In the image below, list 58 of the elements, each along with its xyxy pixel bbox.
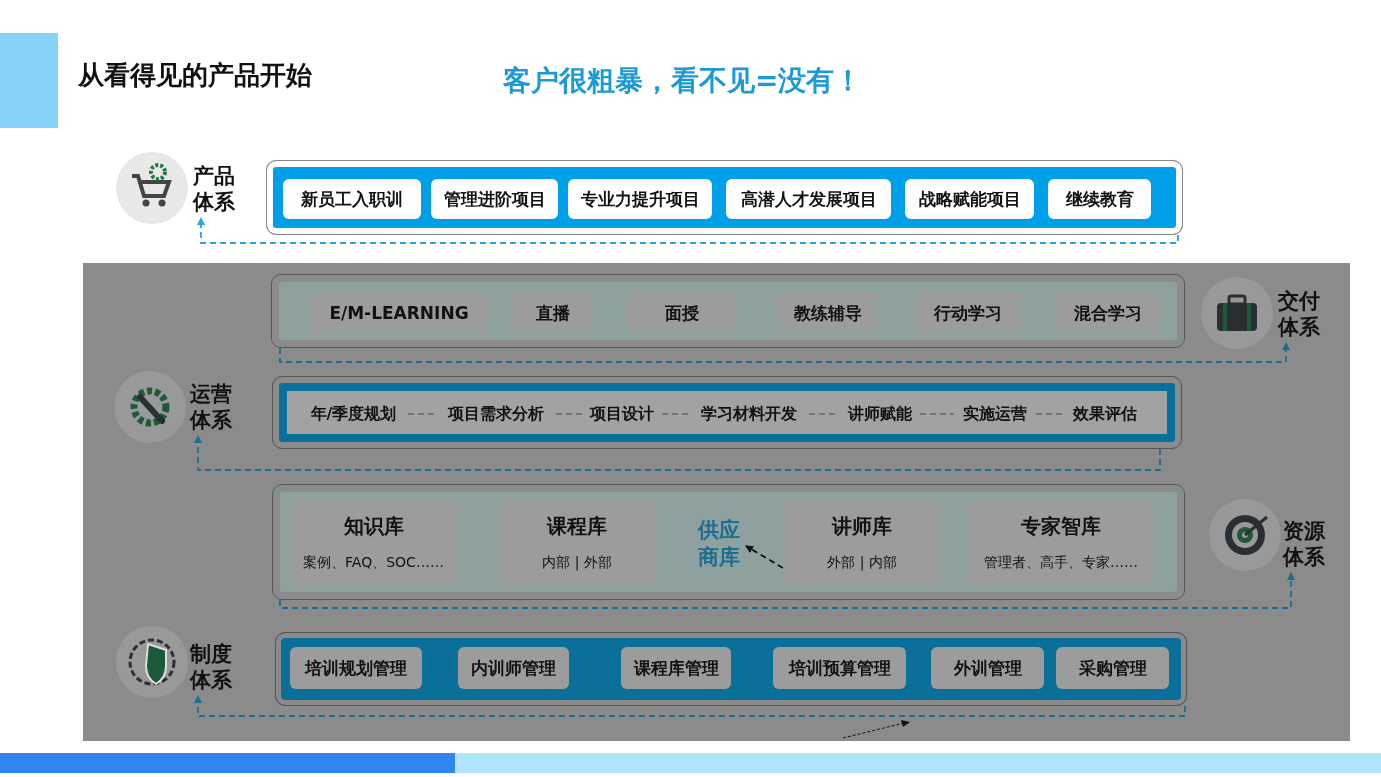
connector-line	[555, 413, 583, 415]
arrow	[745, 545, 784, 569]
arrow	[279, 342, 1290, 363]
item-box: 内训师管理	[458, 647, 569, 689]
connector-line	[919, 413, 955, 415]
step-label: 项目设计	[582, 401, 662, 427]
system-label: 制度体系	[190, 638, 242, 696]
item-box: 行动学习	[914, 292, 1022, 334]
panel-frame	[271, 274, 1185, 348]
item-box: 培训规划管理	[290, 647, 422, 689]
arrow	[279, 572, 1295, 609]
step-label: 效果评估	[1064, 401, 1145, 427]
item-box: E/M-LEARNING	[311, 292, 487, 334]
item-box: 继续教育	[1048, 179, 1151, 219]
item-box: 新员工入职训	[283, 179, 421, 219]
card-text: 管理者、高手、专家……	[984, 554, 1138, 572]
panel-frame	[275, 632, 1187, 706]
library-card	[783, 499, 941, 586]
card-heading: 讲师库	[832, 513, 892, 540]
card-text: 案例、FAQ、SOC……	[303, 554, 444, 572]
step-label: 年/季度规划	[299, 401, 408, 427]
step-label: 学习材料开发	[689, 401, 809, 427]
panel-frame	[272, 484, 1185, 600]
system-label: 产品体系	[193, 160, 245, 218]
connector-line	[661, 413, 690, 415]
system-label: 资源体系	[1283, 515, 1335, 573]
item-box: 面授	[628, 292, 735, 334]
item-box: 培训预算管理	[773, 647, 906, 689]
item-box: 课程库管理	[621, 647, 731, 689]
arrow	[197, 217, 1179, 244]
item-box: 直播	[512, 292, 593, 334]
item-box: 教练辅导	[778, 292, 878, 334]
system-label: 运营体系	[190, 378, 242, 436]
title: 从看得见的产品开始	[78, 59, 312, 92]
card-heading: 课程库	[547, 513, 607, 540]
step-label: 项目需求分析	[436, 401, 556, 427]
supplier-label: 供应商库	[691, 516, 746, 572]
card-heading: 知识库	[343, 513, 404, 540]
step-label: 讲师赋能	[839, 401, 920, 427]
item-box: 外训管理	[931, 647, 1044, 689]
connector-line	[407, 413, 437, 415]
step-label: 实施运营	[954, 401, 1036, 427]
panel-frame	[272, 376, 1182, 449]
item-box: 战略赋能项目	[905, 179, 1034, 219]
card-heading: 专家智库	[1021, 513, 1101, 540]
item-box: 管理进阶项目	[431, 179, 558, 219]
item-box: 专业力提升项目	[568, 179, 712, 219]
arrow	[194, 695, 1186, 717]
connector-line	[1035, 413, 1065, 415]
panel-frame	[266, 160, 1183, 235]
arrow	[194, 435, 1161, 471]
item-box: 采购管理	[1056, 647, 1169, 689]
slogan: 客户很粗暴，看不见=没有！	[503, 63, 863, 99]
item-box: 混合学习	[1056, 292, 1159, 334]
card-text: 外部 | 内部	[827, 554, 897, 572]
card-text: 内部 | 外部	[542, 554, 612, 572]
item-box: 高潜人才发展项目	[726, 179, 891, 219]
system-label: 交付体系	[1278, 285, 1330, 343]
